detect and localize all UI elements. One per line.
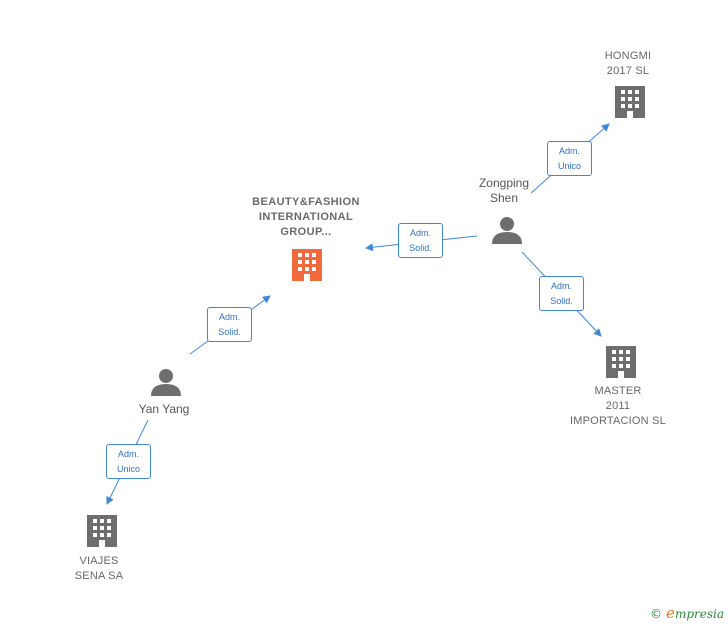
company-label-master[interactable]: MASTER 2011 IMPORTACION SL	[558, 384, 678, 429]
person-icon[interactable]	[151, 369, 181, 396]
company-name-line: HONGMI	[604, 50, 652, 62]
edge-label-line: Unico	[116, 464, 140, 474]
building-icon[interactable]	[606, 346, 636, 378]
edge-label-zongping-master[interactable]: Adm. Solid.	[539, 276, 584, 311]
copyright-symbol: ©	[650, 607, 663, 621]
edge-label-yanyang-beauty[interactable]: Adm. Solid.	[207, 307, 252, 342]
brand-logo-initial: e	[666, 604, 675, 622]
company-name-line: GROUP...	[280, 226, 332, 238]
company-name-line: BEAUTY&FASHION	[252, 196, 360, 208]
building-icon[interactable]	[87, 515, 117, 547]
company-name-line: INTERNATIONAL	[258, 211, 354, 223]
edge-label-zongping-hongmi[interactable]: Adm. Unico	[547, 141, 592, 176]
person-name-line: Zongping	[478, 176, 530, 190]
company-name-line: IMPORTACION SL	[570, 415, 666, 427]
edge-label-line: Adm.	[550, 281, 572, 291]
company-label-viajes[interactable]: VIAJES SENA SA	[59, 554, 139, 584]
company-label-hongmi[interactable]: HONGMI 2017 SL	[588, 49, 668, 79]
person-icon[interactable]	[492, 217, 522, 244]
edge-label-yanyang-viajes[interactable]: Adm. Unico	[106, 444, 151, 479]
edge-label-line: Solid.	[218, 327, 241, 337]
company-name-line: VIAJES	[79, 555, 119, 567]
edge-label-line: Solid.	[409, 243, 432, 253]
building-icon[interactable]	[615, 86, 645, 118]
person-name-line: Shen	[489, 191, 519, 205]
building-icon[interactable]	[292, 249, 322, 281]
company-label-beauty-fashion[interactable]: BEAUTY&FASHION INTERNATIONAL GROUP...	[236, 195, 376, 240]
edge-label-line: Adm.	[558, 146, 580, 156]
brand-footer: ©empresia	[650, 604, 724, 622]
edge-label-line: Adm.	[218, 312, 240, 322]
edge-label-zongping-beauty[interactable]: Adm. Solid.	[398, 223, 443, 258]
company-name-line: MASTER	[594, 385, 642, 397]
person-label-zongping-shen[interactable]: Zongping Shen	[464, 176, 544, 206]
person-name-line: Yan Yang	[138, 402, 190, 416]
company-name-line: 2011	[605, 400, 631, 412]
edge-label-line: Adm.	[409, 228, 431, 238]
brand-logo-text: mpresia	[674, 607, 724, 621]
edge-label-line: Solid.	[550, 296, 573, 306]
company-name-line: 2017 SL	[606, 65, 650, 77]
company-name-line: SENA SA	[74, 570, 124, 582]
person-label-yan-yang[interactable]: Yan Yang	[124, 402, 204, 417]
edge-label-line: Unico	[557, 161, 581, 171]
edge-label-line: Adm.	[117, 449, 139, 459]
